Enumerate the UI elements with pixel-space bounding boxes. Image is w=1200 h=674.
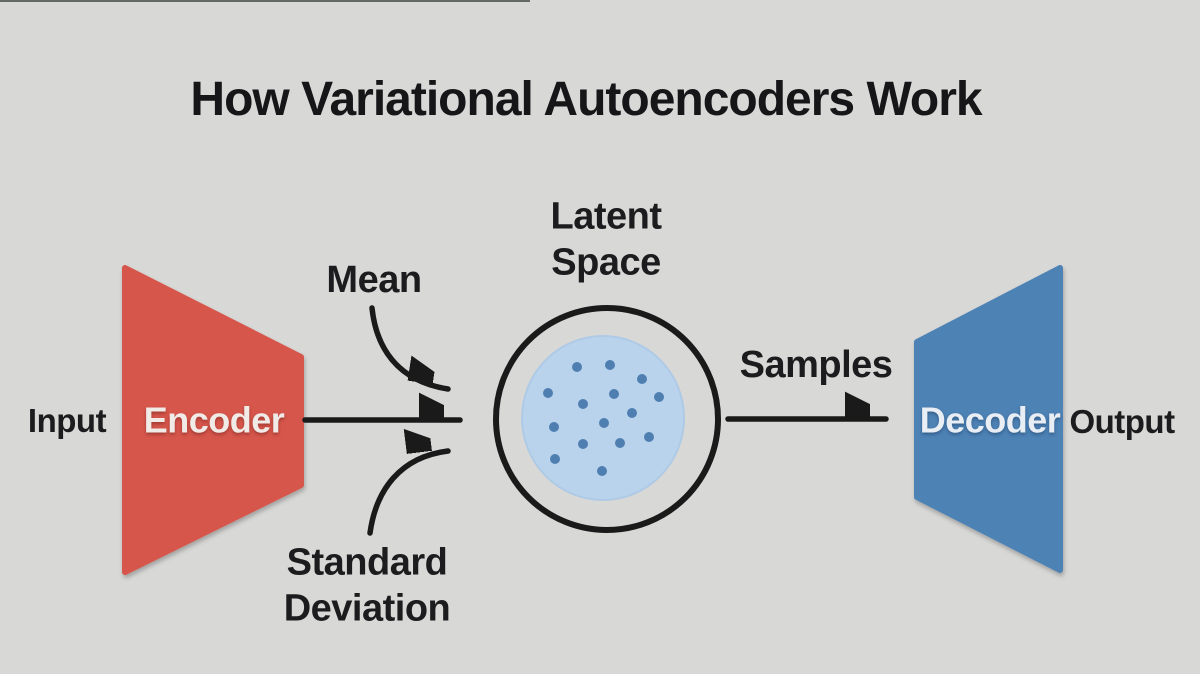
latent-space-label: Latent Space: [550, 195, 663, 283]
latent-space-circle: [493, 305, 721, 533]
latent-dot: [549, 422, 559, 432]
mean-label: Mean: [326, 259, 422, 302]
latent-dot: [578, 439, 588, 449]
input-label: Input: [27, 402, 107, 440]
latent-dot: [578, 399, 588, 409]
latent-dot: [615, 438, 625, 448]
latent-dot: [597, 466, 607, 476]
output-label: Output: [1069, 403, 1175, 441]
latent-dot: [654, 392, 664, 402]
standard-deviation-label: Standard Deviation: [283, 541, 451, 629]
latent-dot: [627, 408, 637, 418]
latent-sample-dots: [543, 360, 664, 476]
encoder-block: [122, 265, 304, 575]
latent-dot: [605, 360, 615, 370]
latent-dot: [644, 432, 654, 442]
decoder-block: [914, 265, 1063, 573]
latent-dot: [543, 388, 553, 398]
diagram-title: How Variational Autoencoders Work: [190, 73, 982, 127]
latent-dot: [572, 362, 582, 372]
std-deviation-arrow: [367, 451, 451, 536]
mean-arrow: [369, 305, 451, 392]
latent-dot: [599, 418, 609, 428]
latent-dot: [637, 374, 647, 384]
latent-dot: [550, 454, 560, 464]
top-edge-artifact: [0, 0, 530, 2]
decoder-label: Decoder: [919, 399, 1061, 441]
samples-label: Samples: [739, 344, 893, 387]
encoder-label: Encoder: [143, 399, 285, 441]
latent-dot: [609, 389, 619, 399]
